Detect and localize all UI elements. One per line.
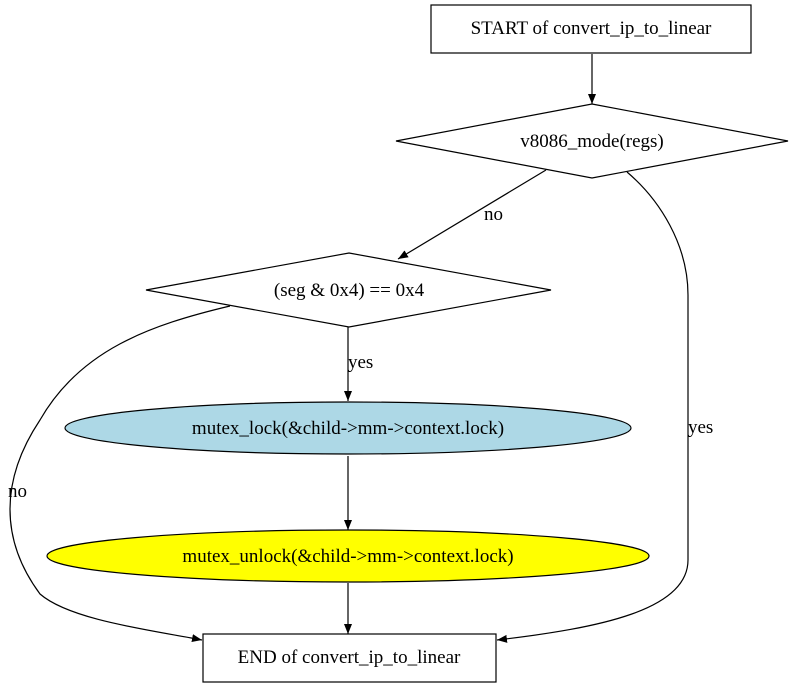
node-start[interactable]: START of convert_ip_to_linear	[430, 4, 752, 54]
node-unlock[interactable]: mutex_unlock(&child->mm->context.lock)	[46, 529, 650, 583]
edge-label-cond1-no: no	[484, 204, 503, 225]
node-lock[interactable]: mutex_lock(&child->mm->context.lock)	[64, 401, 632, 455]
edge-cond1-to-cond2-no	[397, 169, 547, 260]
node-cond1[interactable]: v8086_mode(regs)	[395, 103, 789, 179]
edge-cond1-to-end-yes	[496, 171, 689, 643]
node-end[interactable]: END of convert_ip_to_linear	[202, 633, 497, 683]
cond1-label: v8086_mode(regs)	[520, 131, 664, 152]
edge-label-cond2-no: no	[8, 481, 27, 502]
edge-label-cond1-yes: yes	[688, 417, 713, 438]
node-cond2[interactable]: (seg & 0x4) == 0x4	[145, 252, 552, 328]
end-label: END of convert_ip_to_linear	[238, 647, 461, 668]
edge-label-cond2-yes: yes	[348, 352, 373, 373]
lock-ellipse	[64, 401, 632, 455]
edge-cond2-to-end-no	[9, 305, 231, 643]
cond1-diamond	[395, 103, 789, 179]
unlock-label: mutex_unlock(&child->mm->context.lock)	[182, 546, 513, 567]
cond2-label: (seg & 0x4) == 0x4	[274, 280, 425, 301]
start-box	[430, 4, 752, 54]
end-box	[202, 633, 497, 683]
lock-label: mutex_lock(&child->mm->context.lock)	[192, 418, 504, 439]
cond2-diamond	[145, 252, 552, 328]
unlock-ellipse	[46, 529, 650, 583]
start-label: START of convert_ip_to_linear	[471, 18, 712, 39]
